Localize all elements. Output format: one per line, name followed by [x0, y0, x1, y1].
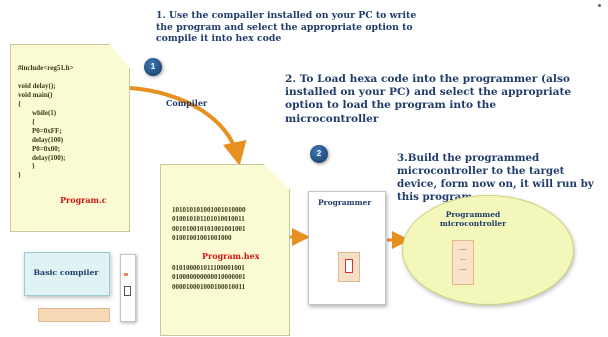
small-programmer-chip	[124, 286, 131, 296]
step2-text: 2. To Load hexa code into the programmer…	[285, 73, 572, 125]
target-device-ellipse	[402, 195, 574, 305]
basic-compiler-box	[24, 252, 110, 296]
small-programmer-led	[124, 273, 128, 276]
hex-filename: Program.hex	[202, 251, 260, 261]
basic-compiler-label: Basic compiler	[33, 268, 99, 277]
programmer-label: Programmer	[318, 198, 372, 207]
programmer-device	[308, 191, 386, 305]
step1-text: 1. Use the compailer installed on your P…	[156, 10, 417, 45]
hex-bottom-lines: 010100001011100001001 010000000000010000…	[172, 264, 282, 292]
source-filename: Program.c	[60, 195, 107, 205]
corner-mark	[598, 4, 601, 7]
compiler-label: Compiler	[166, 98, 208, 108]
hex-code-page	[160, 164, 290, 336]
hex-line: 01001001001001000	[172, 234, 232, 243]
hex-top-lines: 101010101001001010000 010010101101010010…	[172, 206, 282, 244]
step2-badge: 2	[310, 145, 328, 163]
hex-line: 001010010101001001001	[172, 224, 246, 233]
programmed-mcu-label: Programmed microcontroller	[439, 210, 507, 228]
basic-compiler-bar	[38, 308, 110, 322]
step3-text: 3.Build the programmed microcontroller t…	[397, 152, 594, 203]
hex-line: 000010001000100010011	[172, 282, 246, 291]
source-code-page	[10, 44, 130, 232]
source-code: #include<reg51.h> void delay(); void mai…	[18, 64, 74, 180]
hex-line: 010100001011100001001	[172, 264, 245, 272]
mcu-chip: .... ... ....	[452, 240, 474, 285]
hex-line: 010000000000010000001	[172, 273, 246, 282]
compiler-arrow	[129, 86, 247, 166]
socket-chip	[345, 259, 353, 273]
step1-badge: 1	[144, 58, 162, 76]
hex-line: 101010101001001010000	[172, 206, 246, 214]
hex-line: 010010101101010010011	[172, 215, 245, 224]
